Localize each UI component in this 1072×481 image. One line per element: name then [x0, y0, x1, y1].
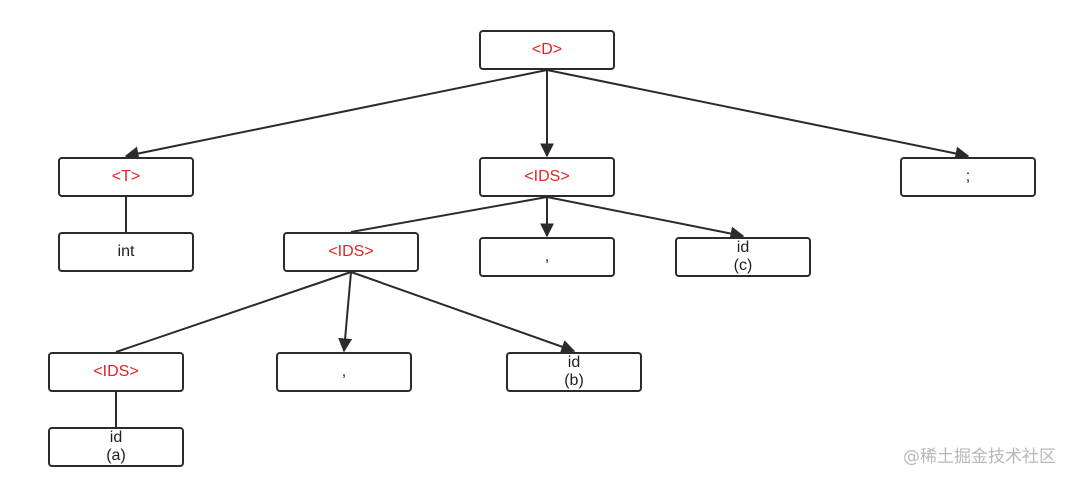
- node-ids-top: <IDS>: [479, 157, 615, 197]
- edge-ids-mid-to-ids-low: [115, 271, 352, 353]
- edge-ids-mid-to-comma-low: [338, 271, 353, 353]
- node-comma-low: ,: [276, 352, 412, 392]
- node-t: <T>: [58, 157, 194, 197]
- node-int: int: [58, 232, 194, 272]
- node-id-a: id (a): [48, 427, 184, 467]
- edge-ids-mid-to-id-b: [350, 271, 576, 354]
- edge-ids-top-to-id-c: [546, 196, 745, 241]
- node-id-b: id (b): [506, 352, 642, 392]
- node-comma-mid: ,: [479, 237, 615, 277]
- edge-d-to-semicolon: [546, 69, 970, 161]
- watermark-text: @稀土掘金技术社区: [903, 447, 1056, 467]
- node-ids-low: <IDS>: [48, 352, 184, 392]
- node-d: <D>: [479, 30, 615, 70]
- node-ids-mid: <IDS>: [283, 232, 419, 272]
- edge-d-to-t: [124, 69, 548, 161]
- edge-ids-top-to-ids-mid: [350, 196, 548, 233]
- node-semicolon: ;: [900, 157, 1036, 197]
- node-id-c: id (c): [675, 237, 811, 277]
